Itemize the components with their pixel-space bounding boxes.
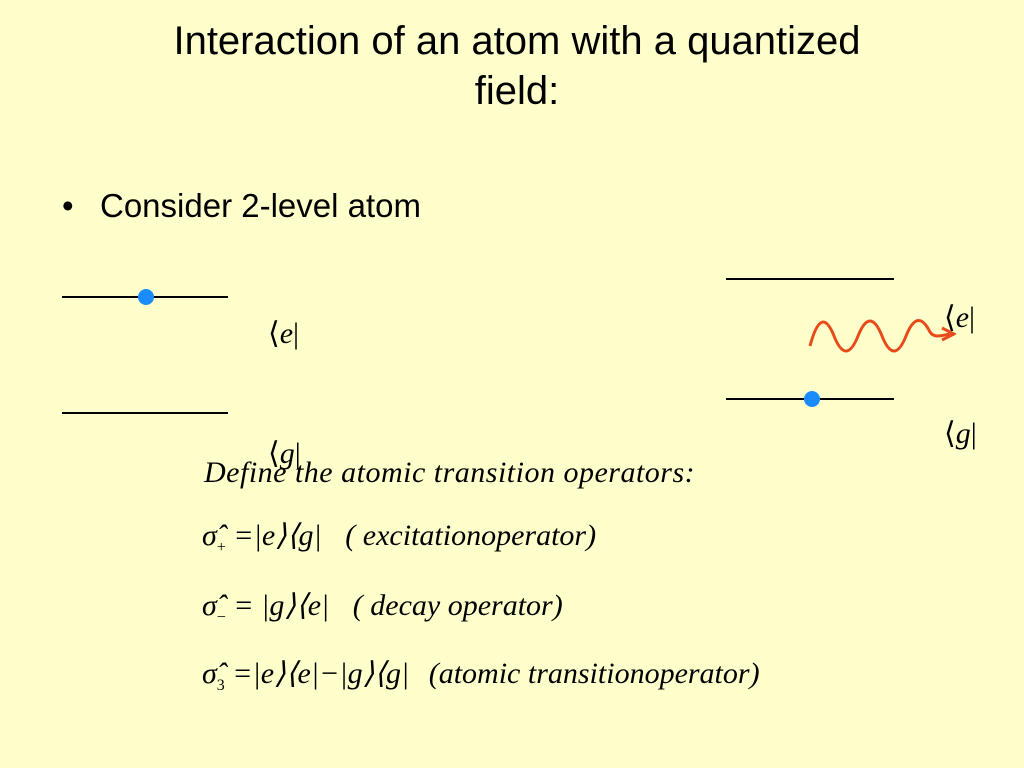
sigma-minus-subscript: − bbox=[216, 609, 226, 626]
sigma-3-subscript: 3 bbox=[216, 677, 225, 694]
sigma-plus-rhs: =|e⟩⟨g| bbox=[233, 519, 322, 552]
right-electron-icon bbox=[804, 391, 820, 407]
slide-title: Interaction of an atom with a quantized … bbox=[112, 16, 922, 116]
sigma-3-equation: σ̂3 =|e⟩⟨e|−|g⟩⟨g| (atomic transitionope… bbox=[202, 656, 760, 704]
photon-wave-icon bbox=[808, 319, 956, 353]
title-line-2: field: bbox=[474, 69, 560, 113]
left-upper-state: e bbox=[279, 317, 294, 350]
sigma-plus-subscript: + bbox=[216, 539, 226, 556]
bullet-text: Consider 2-level atom bbox=[100, 187, 421, 224]
left-lower-level-line bbox=[62, 412, 228, 414]
definition-intro: Define the atomic transition operators: bbox=[204, 456, 696, 489]
left-electron-icon bbox=[138, 289, 154, 305]
sigma-minus-rhs: = |g⟩⟨e| bbox=[233, 589, 330, 622]
left-lower-level-label: ⟨g| bbox=[268, 437, 301, 470]
title-line-1: Interaction of an atom with a quantized bbox=[173, 19, 861, 63]
right-upper-state: e bbox=[955, 301, 970, 334]
left-upper-level-label: ⟨e| bbox=[268, 317, 300, 350]
bullet-dot-icon: • bbox=[62, 187, 74, 224]
left-lower-state: g bbox=[279, 437, 295, 470]
right-upper-level-line bbox=[726, 278, 894, 280]
sigma-minus-note: ( decay operator) bbox=[352, 589, 563, 622]
sigma-3-symbol: σ̂ bbox=[202, 657, 217, 690]
sigma-3-note: (atomic transitionoperator) bbox=[428, 657, 760, 690]
sigma-plus-equation: σ̂+ =|e⟩⟨g| ( excitationoperator) bbox=[202, 518, 596, 566]
bullet-item: • Consider 2-level atom bbox=[62, 186, 421, 226]
sigma-3-rhs: =|e⟩⟨e|−|g⟩⟨g| bbox=[232, 657, 410, 690]
right-lower-level-label: ⟨g| bbox=[944, 417, 977, 450]
sigma-plus-symbol: σ̂ bbox=[202, 519, 217, 552]
sigma-minus-equation: σ̂− = |g⟩⟨e| ( decay operator) bbox=[202, 588, 563, 636]
sigma-minus-symbol: σ̂ bbox=[202, 589, 217, 622]
sigma-plus-note: ( excitationoperator) bbox=[345, 519, 597, 552]
right-lower-state: g bbox=[955, 417, 971, 450]
right-upper-level-label: ⟨e| bbox=[944, 301, 976, 334]
